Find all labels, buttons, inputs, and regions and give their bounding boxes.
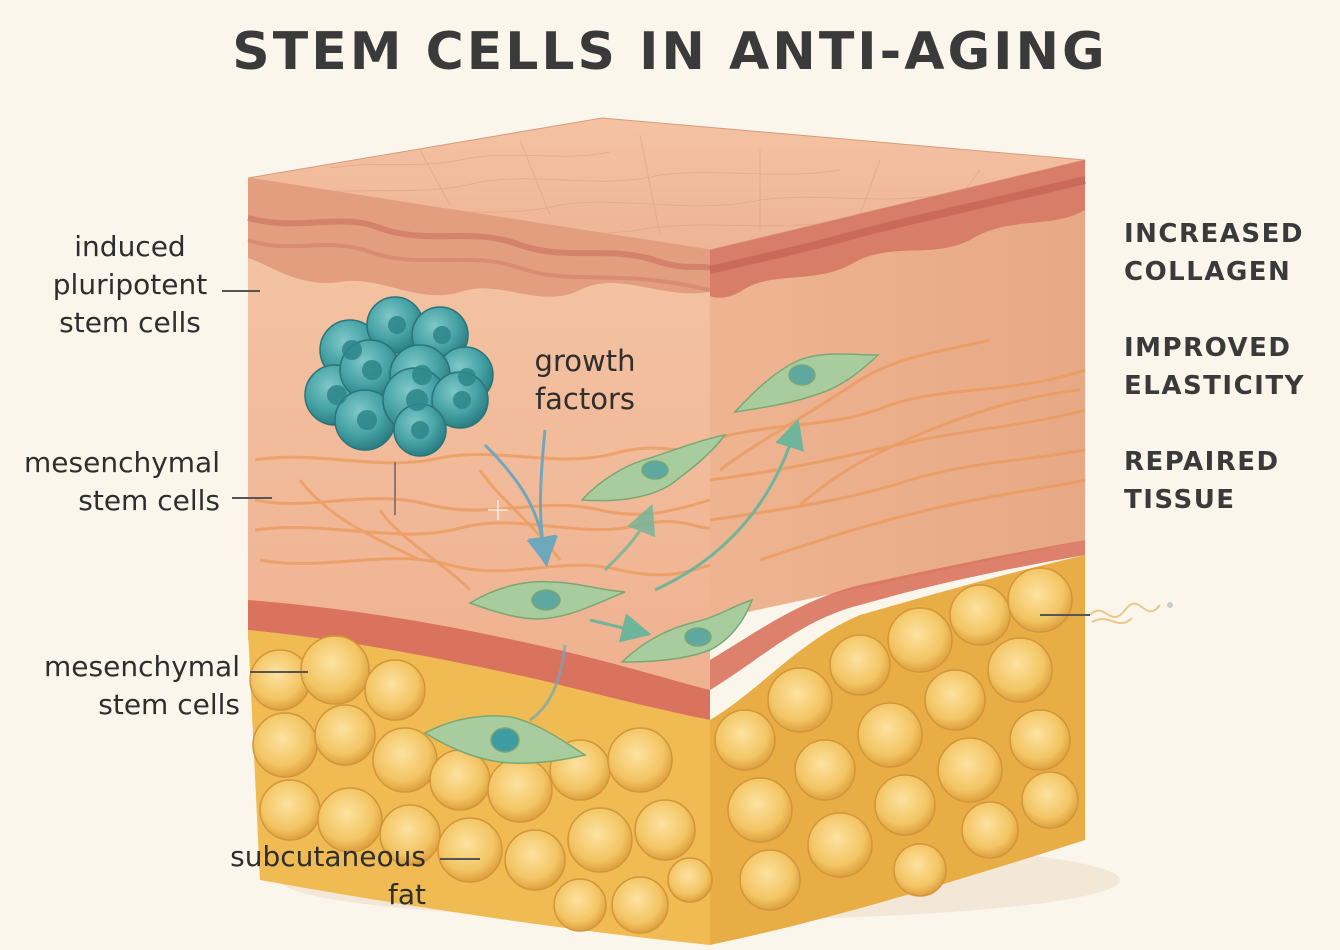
msc-cells — [423, 353, 880, 764]
label-ipsc: induced pluripotent stem cells — [30, 228, 230, 342]
label-msc-lower-line1: mesenchymal — [44, 650, 240, 683]
front-epidermis-ridge — [247, 215, 711, 271]
benefit-improved-elasticity: IMPROVED ELASTICITY — [1124, 329, 1305, 405]
ipsc-leader — [222, 290, 260, 292]
side-dermis-base — [710, 540, 1085, 690]
fat-leader — [440, 858, 480, 860]
front-dermis — [248, 178, 710, 720]
benefit-increased-collagen: INCREASED COLLAGEN — [1124, 215, 1304, 291]
label-subcutaneous-fat: subcutaneous fat — [190, 838, 426, 914]
growth-factor-arrows — [483, 418, 804, 722]
label-growth-factors: growth factors — [505, 342, 665, 418]
benefit-1-line1: INCREASED — [1124, 219, 1304, 249]
benefit-3-line2: TISSUE — [1124, 485, 1236, 515]
benefit-2-line2: ELASTICITY — [1124, 371, 1305, 401]
label-fat-line2: fat — [388, 878, 426, 911]
fat-globules — [249, 567, 1079, 934]
fat-side-leader — [1040, 614, 1090, 616]
benefit-3-line1: REPAIRED — [1124, 447, 1280, 477]
benefit-1-line2: COLLAGEN — [1124, 257, 1292, 287]
msc-upper-leader — [232, 497, 272, 499]
msc-lower-leader — [250, 671, 308, 673]
label-msc-upper-line2: stem cells — [78, 484, 220, 517]
collagen-fibers-side — [709, 338, 1086, 562]
side-epidermis — [710, 160, 1085, 298]
label-ipsc-line3: stem cells — [59, 306, 201, 339]
label-ipsc-line1: induced — [74, 230, 186, 263]
label-ipsc-line2: pluripotent — [52, 268, 208, 301]
fat-squiggle — [1089, 602, 1173, 625]
page-title: STEM CELLS IN ANTI-AGING — [232, 22, 1108, 82]
marker-cross — [488, 500, 508, 520]
label-msc-lower-line2: stem cells — [98, 688, 240, 721]
msc-cell-4 — [620, 598, 754, 663]
label-fat-line1: subcutaneous — [230, 840, 426, 873]
front-dermis-base — [248, 600, 710, 720]
label-msc-upper-line1: mesenchymal — [24, 446, 220, 479]
benefit-2-line1: IMPROVED — [1124, 333, 1292, 363]
label-growth-line1: growth — [534, 344, 636, 378]
ipsc-nuclei — [327, 316, 476, 439]
label-msc-upper: mesenchymal stem cells — [0, 444, 220, 520]
label-msc-lower: mesenchymal stem cells — [20, 648, 240, 724]
label-growth-line2: factors — [534, 382, 636, 416]
benefit-repaired-tissue: REPAIRED TISSUE — [1124, 443, 1280, 519]
